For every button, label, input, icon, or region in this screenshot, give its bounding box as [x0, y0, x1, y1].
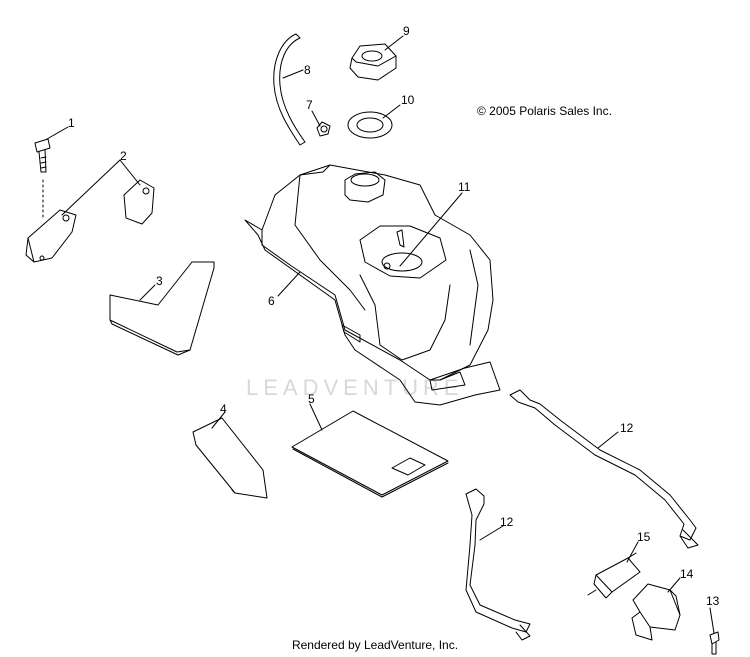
watermark-text: LEADVENTURE — [246, 375, 464, 400]
part-fuel-line-upper — [509, 389, 699, 549]
part-brackets — [25, 179, 155, 263]
callout-9: 9 — [403, 24, 410, 38]
callout-14: 14 — [680, 567, 694, 581]
leader-lines — [46, 35, 715, 634]
callout-10: 10 — [401, 93, 415, 107]
callout-4: 4 — [220, 402, 227, 416]
part-filter-mount — [631, 583, 681, 641]
part-seal-ring — [347, 111, 393, 139]
callout-1: 1 — [68, 116, 75, 130]
callout-15: 15 — [637, 530, 651, 544]
callout-5: 5 — [308, 392, 315, 406]
callout-8: 8 — [304, 63, 311, 77]
part-mat-5 — [291, 410, 449, 498]
part-fuel-line-lower — [465, 488, 531, 641]
part-foam-pad-l — [109, 261, 215, 356]
part-pad-4 — [192, 417, 268, 499]
part-vent-hose — [273, 33, 306, 146]
callout-7: 7 — [306, 98, 313, 112]
part-fuel-tank — [244, 164, 501, 406]
callout-2: 2 — [120, 149, 127, 163]
footer-credit: Rendered by LeadVenture, Inc. — [291, 638, 459, 652]
part-fuel-filter — [587, 552, 641, 599]
part-bolt — [34, 138, 51, 221]
callout-13: 13 — [706, 594, 720, 608]
callout-11: 11 — [458, 180, 471, 194]
copyright-text: © 2005 Polaris Sales Inc. — [477, 104, 612, 118]
part-fuel-cap — [349, 43, 397, 81]
callout-12-lower: 12 — [500, 515, 514, 529]
callout-3: 3 — [156, 274, 163, 288]
callout-12-upper: 12 — [620, 421, 634, 435]
callout-6: 6 — [268, 294, 275, 308]
part-hose-clamp — [316, 121, 331, 137]
part-screw — [709, 631, 720, 655]
